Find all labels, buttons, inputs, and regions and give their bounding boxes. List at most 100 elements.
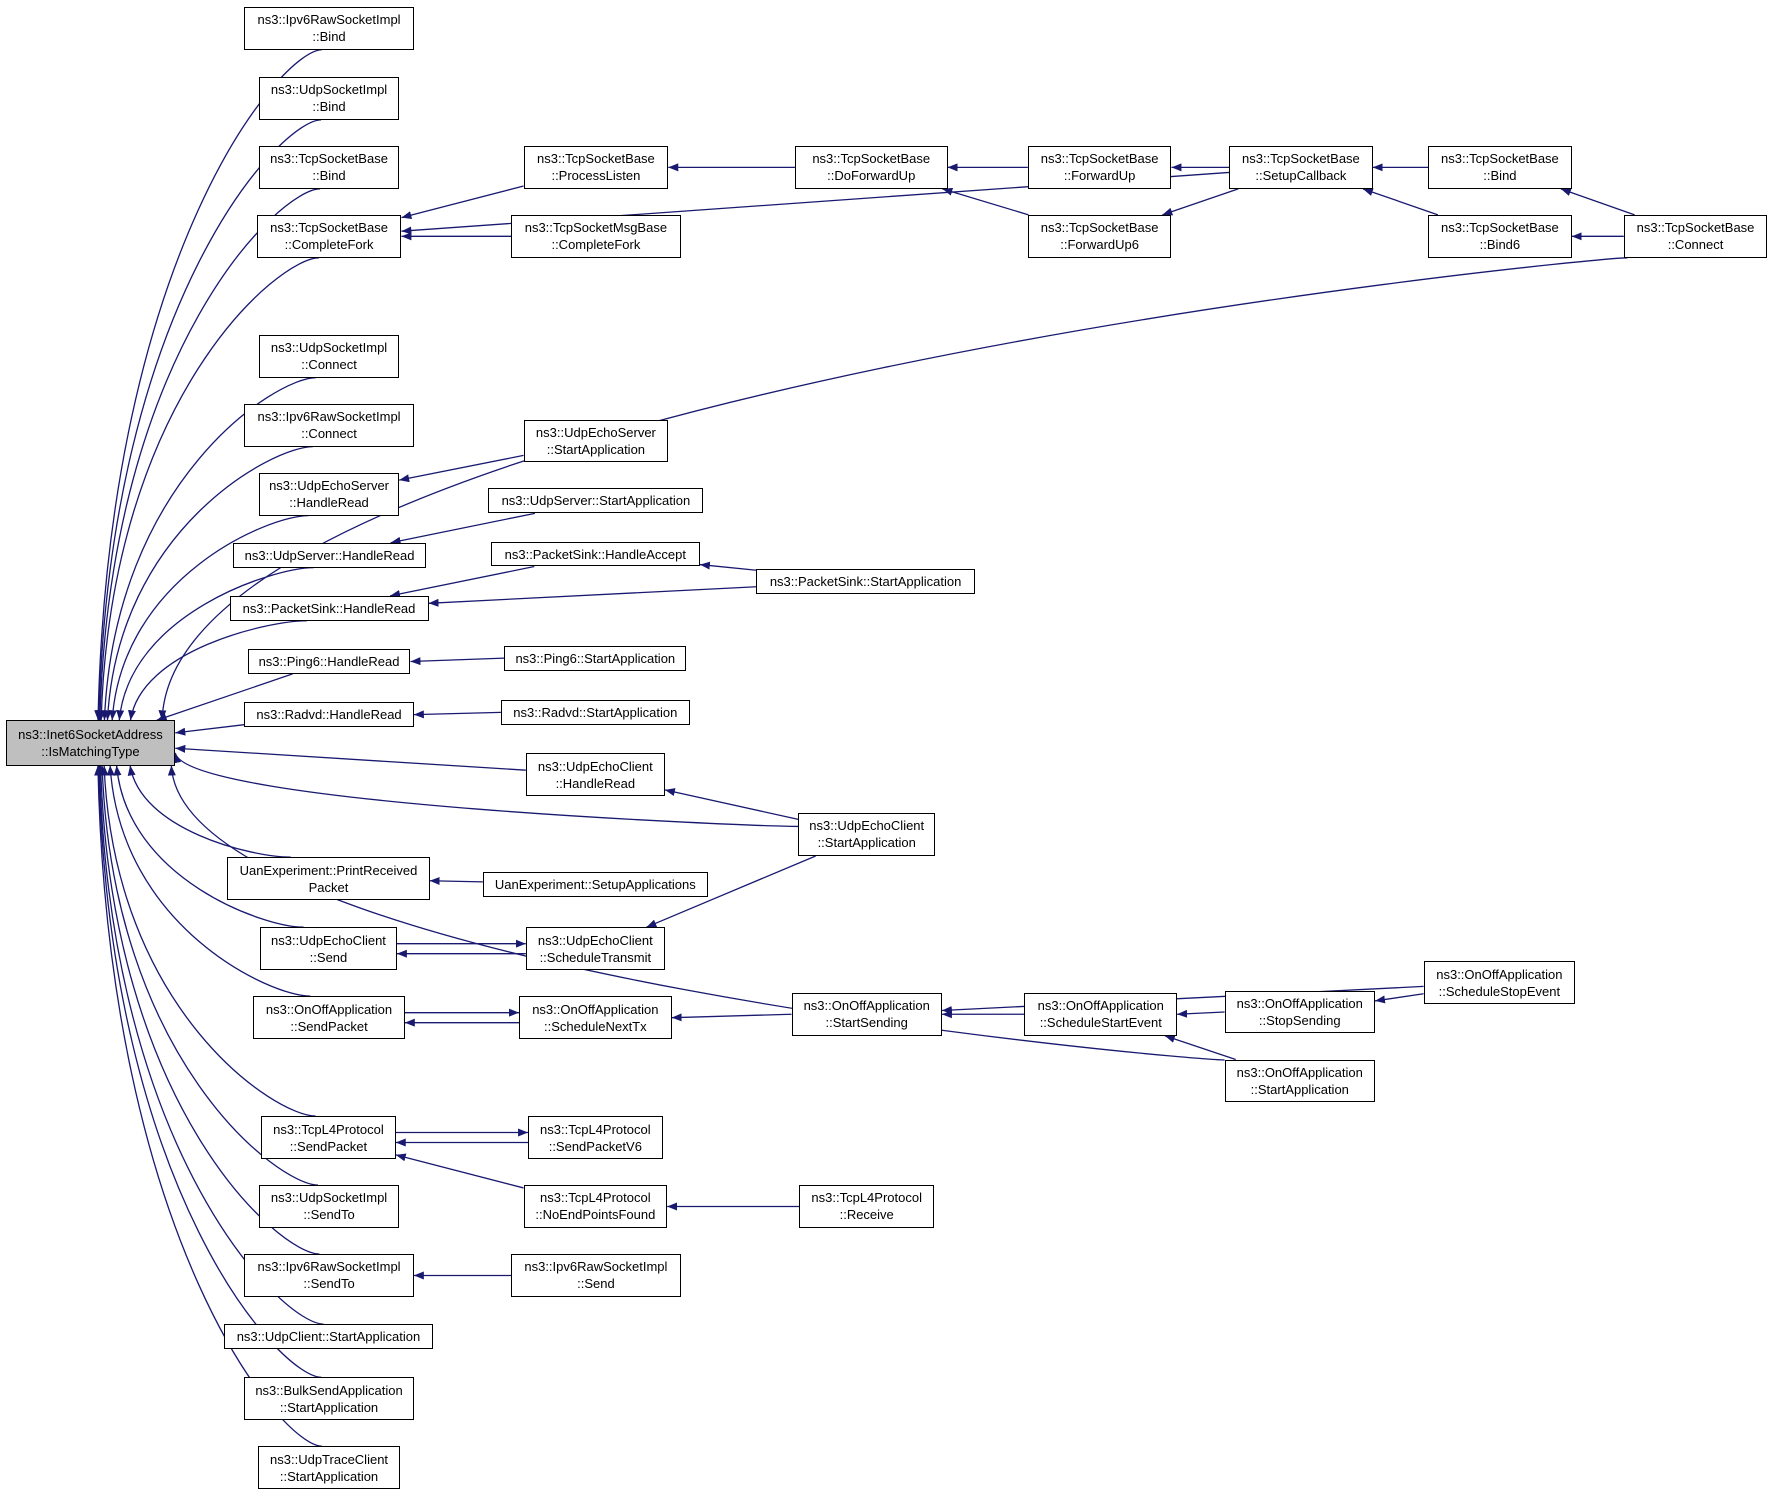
- call-edge: [942, 187, 1029, 216]
- graph-node[interactable]: ns3::TcpSocketBase::Bind: [258, 145, 400, 189]
- call-edge: [399, 454, 524, 483]
- graph-node[interactable]: ns3::Ipv6RawSocketImpl::Connect: [244, 403, 414, 447]
- node-label-line: ::Bind: [312, 99, 346, 115]
- node-label-line: ::CompleteFork: [551, 237, 641, 253]
- call-edge: [94, 49, 322, 721]
- node-label-line: ns3::UdpEchoClient: [271, 932, 386, 948]
- graph-node[interactable]: ns3::Radvd::HandleRead: [244, 702, 414, 728]
- graph-node[interactable]: ns3::TcpSocketBase::Connect: [1623, 214, 1768, 258]
- graph-node[interactable]: ns3::UdpServer::StartApplication: [488, 488, 704, 514]
- graph-node[interactable]: ns3::PacketSink::HandleAccept: [490, 541, 700, 567]
- graph-node[interactable]: ns3::TcpSocketBase::Bind6: [1428, 214, 1572, 258]
- node-label-line: ::Receive: [839, 1207, 894, 1223]
- graph-node[interactable]: ns3::TcpL4Protocol::SendPacketV6: [528, 1116, 663, 1159]
- node-label-line: ns3::Ipv6RawSocketImpl: [257, 409, 401, 425]
- call-edge: [428, 586, 757, 607]
- graph-node[interactable]: ns3::TcpSocketBase::ForwardUp: [1027, 145, 1172, 189]
- graph-node[interactable]: ns3::TcpSocketBase::ProcessListen: [523, 145, 669, 189]
- node-label-line: ::Bind6: [1479, 237, 1521, 253]
- graph-node[interactable]: ns3::OnOffApplication::StopSending: [1224, 990, 1375, 1034]
- graph-node[interactable]: ns3::OnOffApplication::ScheduleNextTx: [519, 996, 672, 1040]
- graph-node[interactable]: ns3::OnOffApplication::StartApplication: [1224, 1059, 1375, 1103]
- node-label-line: ns3::TcpSocketBase: [1636, 220, 1755, 236]
- graph-node[interactable]: ns3::Ping6::HandleRead: [247, 649, 411, 674]
- graph-node[interactable]: ns3::OnOffApplication::ScheduleStartEven…: [1024, 992, 1178, 1036]
- node-label-line: ns3::TcpSocketBase: [537, 151, 655, 167]
- graph-node[interactable]: ns3::Ipv6RawSocketImpl::Bind: [244, 6, 414, 50]
- call-edge: [97, 257, 319, 721]
- node-label-line: ns3::UdpSocketImpl: [270, 1190, 388, 1206]
- call-edge: [127, 765, 291, 858]
- node-label-line: ::IsMatchingType: [41, 743, 140, 759]
- node-label-line: ns3::TcpSocketBase: [1040, 220, 1159, 236]
- graph-node[interactable]: ns3::PacketSink::HandleRead: [229, 595, 429, 621]
- graph-node[interactable]: ns3::TcpL4Protocol::Receive: [799, 1185, 934, 1228]
- node-label-line: ns3::UdpTraceClient: [270, 1451, 389, 1467]
- call-edge: [98, 765, 318, 1186]
- graph-node[interactable]: ns3::UdpEchoClient::StartApplication: [798, 813, 936, 856]
- graph-node[interactable]: UanExperiment::SetupApplications: [482, 871, 708, 897]
- graph-node[interactable]: ns3::UdpEchoClient::Send: [260, 927, 397, 971]
- graph-node[interactable]: ns3::TcpSocketBase::Bind: [1428, 145, 1572, 189]
- graph-node[interactable]: ns3::UdpEchoServer::StartApplication: [523, 419, 669, 463]
- graph-node[interactable]: ns3::UdpClient::StartApplication: [223, 1324, 434, 1349]
- call-edge: [429, 876, 483, 885]
- node-label-line: ns3::UdpEchoServer: [269, 478, 390, 494]
- graph-node[interactable]: ns3::Ipv6RawSocketImpl::SendTo: [244, 1253, 414, 1297]
- node-label-line: ::ScheduleStartEvent: [1039, 1015, 1162, 1031]
- graph-node[interactable]: ns3::TcpSocketBase::CompleteFork: [256, 214, 402, 258]
- graph-node[interactable]: ns3::OnOffApplication::SendPacket: [253, 996, 405, 1040]
- call-edge: [671, 1013, 792, 1022]
- graph-node[interactable]: ns3::Radvd::StartApplication: [500, 699, 690, 725]
- node-label-line: ::SendPacketV6: [548, 1138, 642, 1154]
- node-label-line: ns3::TcpL4Protocol: [540, 1190, 651, 1206]
- graph-node[interactable]: ns3::PacketSink::StartApplication: [756, 568, 975, 594]
- node-label-line: ::ScheduleNextTx: [544, 1018, 647, 1034]
- graph-node[interactable]: ns3::TcpL4Protocol::NoEndPointsFound: [523, 1185, 668, 1228]
- node-label-line: ns3::TcpSocketBase: [812, 151, 931, 167]
- graph-node[interactable]: ns3::TcpL4Protocol::SendPacket: [261, 1116, 396, 1159]
- node-label-line: ns3::TcpSocketBase: [1441, 220, 1559, 236]
- call-edge: [1177, 1009, 1225, 1018]
- graph-node[interactable]: ns3::UdpSocketImpl::SendTo: [258, 1185, 400, 1228]
- call-edge: [175, 724, 245, 736]
- graph-node[interactable]: ns3::OnOffApplication::StartSending: [791, 992, 942, 1036]
- graph-node[interactable]: ns3::UdpEchoServer::HandleRead: [258, 472, 400, 516]
- node-label-line: ns3::OnOffApplication: [1236, 1064, 1363, 1080]
- graph-node[interactable]: ns3::UdpTraceClient::StartApplication: [257, 1446, 401, 1490]
- node-label-line: ns3::UdpSocketImpl: [270, 340, 388, 356]
- call-edge: [100, 765, 316, 1117]
- graph-node[interactable]: ns3::UdpSocketImpl::Connect: [258, 334, 400, 378]
- graph-node[interactable]: ns3::TcpSocketMsgBase::CompleteFork: [511, 214, 681, 258]
- node-label-line: ns3::UdpEchoClient: [809, 818, 925, 834]
- node-label-line: ns3::Radvd::StartApplication: [513, 704, 678, 720]
- node-label-line: ::Send: [577, 1276, 615, 1292]
- graph-node[interactable]: ns3::UdpEchoClient::HandleRead: [525, 753, 665, 797]
- graph-node[interactable]: ns3::TcpSocketBase::ForwardUp6: [1027, 214, 1172, 258]
- call-edge: [413, 710, 501, 719]
- node-label-line: ns3::UdpServer::StartApplication: [501, 493, 691, 509]
- node-label-line: ::SendTo: [303, 1207, 355, 1223]
- node-label-line: ns3::TcpL4Protocol: [540, 1121, 651, 1137]
- graph-node[interactable]: ns3::UdpEchoClient::ScheduleTransmit: [525, 927, 665, 971]
- node-label-line: ::SendPacket: [290, 1018, 368, 1034]
- call-edge: [175, 744, 526, 771]
- node-label-line: ns3::TcpSocketBase: [1242, 151, 1360, 167]
- graph-node[interactable]: ns3::TcpSocketBase::SetupCallback: [1229, 145, 1373, 189]
- node-label-line: ns3::Ipv6RawSocketImpl: [257, 12, 401, 28]
- graph-node[interactable]: ns3::Ipv6RawSocketImpl::Send: [511, 1253, 681, 1297]
- graph-node[interactable]: ns3::Ping6::StartApplication: [504, 645, 687, 671]
- node-label-line: ns3::PacketSink::StartApplication: [769, 573, 962, 589]
- call-edge: [94, 765, 322, 1447]
- graph-node[interactable]: ns3::UdpSocketImpl::Bind: [258, 76, 400, 120]
- node-label-line: ::StartSending: [825, 1015, 908, 1031]
- graph-node[interactable]: ns3::TcpSocketBase::DoForwardUp: [794, 145, 948, 189]
- node-label-line: ::Connect: [301, 426, 357, 442]
- graph-node[interactable]: ns3::UdpServer::HandleRead: [232, 542, 427, 568]
- node-label-line: ::StartApplication: [817, 835, 916, 851]
- node-label-line: ns3::TcpL4Protocol: [273, 1121, 384, 1137]
- graph-node[interactable]: ns3::BulkSendApplication::StartApplicati…: [244, 1377, 414, 1421]
- node-label-line: ::Bind: [1483, 168, 1517, 184]
- graph-node[interactable]: ns3::OnOffApplication::ScheduleStopEvent: [1423, 961, 1576, 1005]
